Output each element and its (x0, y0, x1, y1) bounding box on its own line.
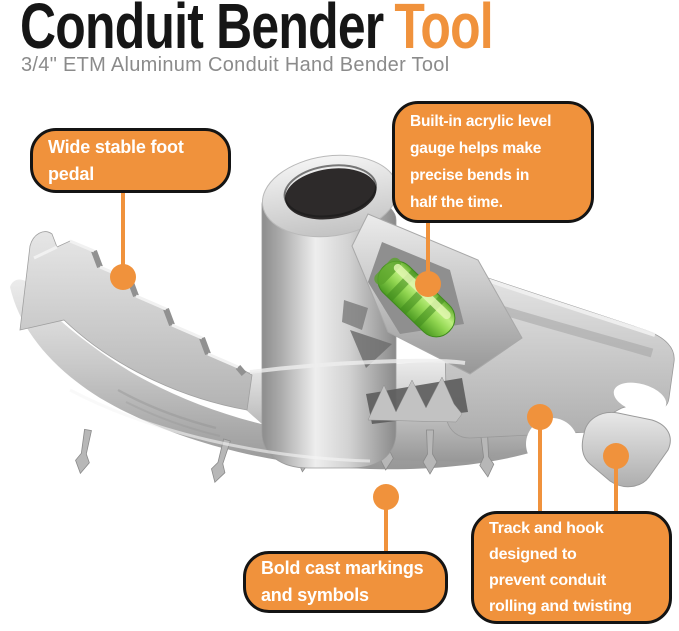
pointer-dot-hook (603, 443, 629, 469)
pointer-dot-level-gauge (415, 271, 441, 297)
callout-cast-markings-text: Bold cast markings and symbols (261, 558, 424, 605)
leader-line-hook (614, 461, 618, 513)
leader-line-foot-pedal (121, 189, 125, 271)
cast-emboss-marks (117, 388, 221, 437)
leader-line-track (538, 424, 542, 513)
callout-cast-markings: Bold cast markings and symbols (243, 551, 448, 613)
callout-foot-pedal-text: Wide stable foot pedal (48, 136, 184, 184)
callout-track-hook: Track and hook designed to prevent condu… (471, 511, 672, 624)
socket-opening (285, 168, 377, 220)
callout-level-gauge: Built-in acrylic level gauge helps make … (392, 101, 594, 223)
pointer-dot-foot-pedal (110, 264, 136, 290)
title-black: Conduit Bender (20, 0, 384, 62)
title-accent: Tool (394, 0, 493, 62)
leader-line-level-gauge (426, 218, 430, 278)
page-subtitle: 3/4" ETM Aluminum Conduit Hand Bender To… (21, 54, 450, 76)
highlights (69, 358, 466, 463)
hook-mouth (613, 382, 667, 414)
toothed-window (366, 376, 468, 424)
pointer-dot-track (527, 404, 553, 430)
callout-level-gauge-text: Built-in acrylic level gauge helps make … (410, 113, 552, 211)
shadow-slot (350, 330, 392, 368)
pointer-dot-cast-markings (373, 484, 399, 510)
callout-foot-pedal: Wide stable foot pedal (30, 128, 231, 193)
leader-line-cast-markings (384, 501, 388, 553)
pedal-step-treads (33, 239, 239, 369)
shadow-notch (342, 300, 368, 330)
callout-track-hook-text: Track and hook designed to prevent condu… (489, 519, 632, 615)
